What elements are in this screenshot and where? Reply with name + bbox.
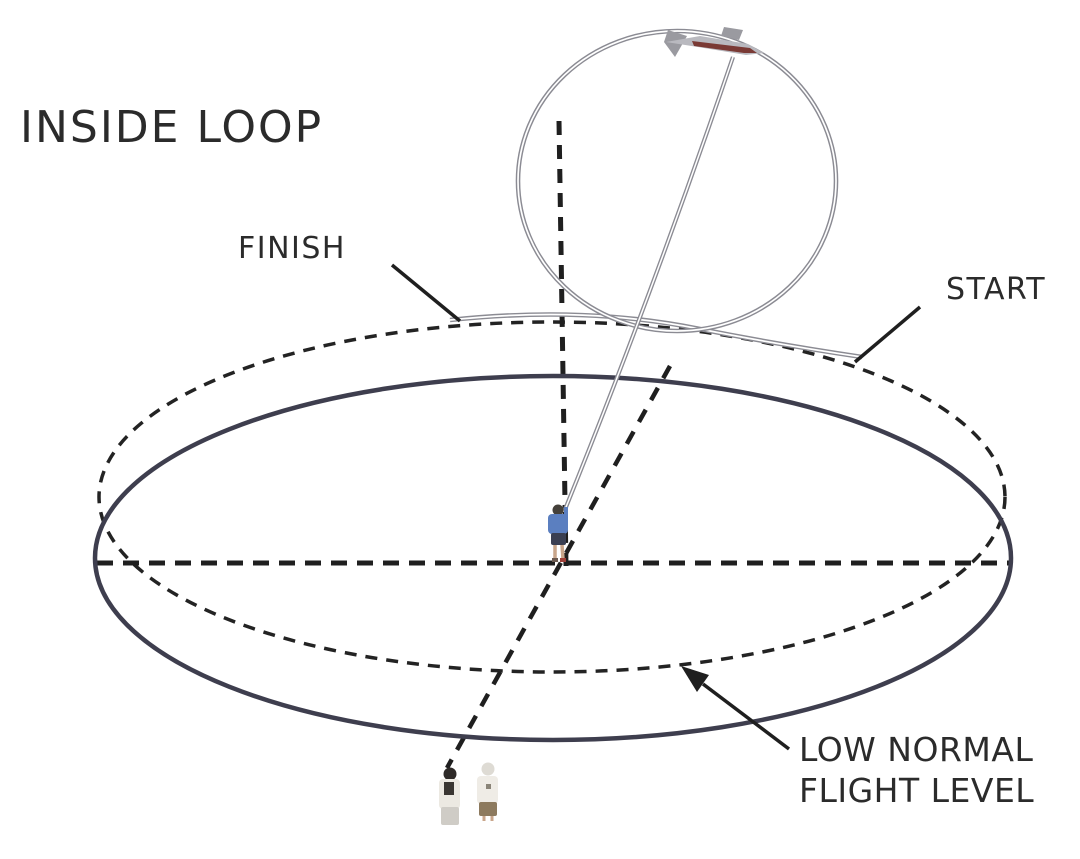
low-normal-flight-level-line1: LOW NORMAL bbox=[799, 730, 1034, 769]
pilot-figure bbox=[548, 504, 568, 562]
control-lines bbox=[562, 56, 735, 513]
model-airplane-icon bbox=[664, 27, 764, 57]
finish-pointer-line bbox=[390, 263, 462, 323]
flight-level-arrow bbox=[681, 666, 791, 751]
low-flight-level-ellipse bbox=[97, 320, 1007, 674]
sightline-dashed-line bbox=[445, 364, 672, 770]
level-flight-path bbox=[449, 312, 863, 360]
vertical-axis-dashed-line bbox=[556, 120, 569, 567]
start-label: START bbox=[946, 272, 1047, 307]
low-normal-flight-level-label: LOW NORMAL FLIGHT LEVEL bbox=[799, 729, 1034, 811]
low-normal-flight-level-line2: FLIGHT LEVEL bbox=[799, 771, 1035, 810]
judge-figures bbox=[439, 762, 498, 825]
start-pointer-line bbox=[853, 305, 922, 364]
ground-circle-ellipse bbox=[92, 373, 1014, 743]
diagram-title: INSIDE LOOP bbox=[20, 102, 324, 153]
loop-circle bbox=[515, 28, 839, 334]
finish-label: FINISH bbox=[238, 231, 346, 266]
